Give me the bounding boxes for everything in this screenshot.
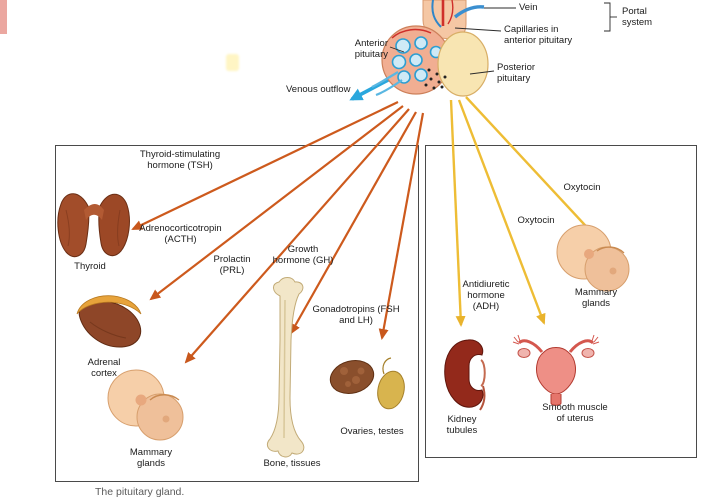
label-target-kidney-tubules: Kidney tubules xyxy=(446,414,478,437)
vein-vessel xyxy=(453,5,485,19)
label-portal-system: Portal system xyxy=(622,6,653,29)
label-target-mammary-glands-right: Mammary glands xyxy=(574,287,618,310)
posterior-lobe xyxy=(437,31,489,97)
secretory-granules xyxy=(424,68,447,90)
label-hormone-gonadotropins: Gonadotropins (FSH and LH) xyxy=(312,304,400,327)
artery-branch xyxy=(447,0,454,25)
label-vein: Vein xyxy=(519,2,538,13)
label-target-ovaries-testes: Ovaries, testes xyxy=(340,426,404,437)
portal-system-bracket xyxy=(604,2,611,32)
label-hormone-oxytocin-mammary: Oxytocin xyxy=(563,182,601,193)
leader-anterior-pituitary xyxy=(389,46,405,53)
portal-vessel xyxy=(431,0,442,28)
label-venous-outflow: Venous outflow xyxy=(286,84,351,95)
label-target-bone-tissues: Bone, tissues xyxy=(263,458,321,469)
label-posterior-pituitary: Posterior pituitary xyxy=(497,62,536,85)
label-hormone-adh: Antidiuretic hormone (ADH) xyxy=(462,279,510,313)
highlighter-mark xyxy=(226,54,239,71)
label-target-smooth-muscle-uterus: Smooth muscle of uterus xyxy=(542,402,608,425)
pituitary-stalk xyxy=(422,0,467,40)
label-target-thyroid: Thyroid xyxy=(74,261,106,272)
label-anterior-pituitary: Anterior pituitary xyxy=(354,38,388,61)
pituitary-illustration xyxy=(371,0,489,97)
label-capillaries-anterior-pituitary: Capillaries in anterior pituitary xyxy=(504,24,573,47)
label-target-mammary-glands-left: Mammary glands xyxy=(129,447,173,470)
arterial-capillary xyxy=(391,28,432,39)
label-hormone-tsh: Thyroid-stimulating hormone (TSH) xyxy=(139,149,221,172)
label-target-adrenal-cortex: Adrenal cortex xyxy=(87,357,121,380)
leader-posterior-pituitary xyxy=(469,70,495,75)
venous-vessel-1 xyxy=(371,71,399,88)
label-hormone-prolactin: Prolactin (PRL) xyxy=(213,254,251,277)
venous-vessel-2 xyxy=(375,79,403,97)
label-hormone-oxytocin-uterus: Oxytocin xyxy=(517,215,555,226)
label-hormone-acth: Adrenocorticotropin (ACTH) xyxy=(139,223,222,246)
leader-capillaries xyxy=(454,27,502,32)
anterior-lobe xyxy=(381,25,451,95)
page-edge-artifact xyxy=(0,0,7,34)
capillary-loops xyxy=(391,36,443,84)
label-hormone-growth-hormone: Growth hormone (GH) xyxy=(272,244,334,267)
figure-caption: The pituitary gland. xyxy=(95,486,185,498)
